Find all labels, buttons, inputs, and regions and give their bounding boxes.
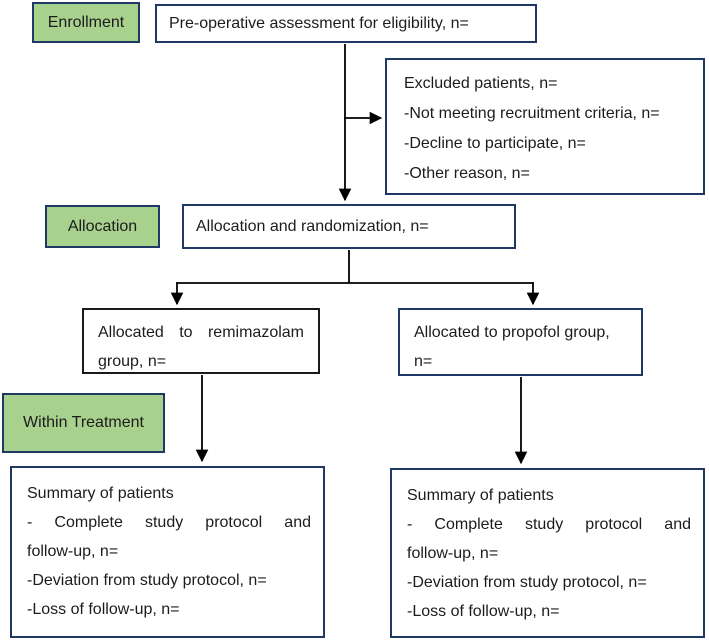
summary-remi-complete: - Complete study protocol and — [27, 514, 311, 531]
excluded-line-not-meeting-criteria: -Not meeting recruitment criteria, n= — [404, 105, 660, 122]
box-preoperative-assessment-text: Pre-operative assessment for eligibility… — [169, 15, 469, 32]
excluded-line-other-reason: -Other reason, n= — [404, 165, 530, 182]
box-allocation-randomization-text: Allocation and randomization, n= — [196, 218, 429, 235]
box-allocated-remimazolam: Allocated to remimazolam group, n= — [82, 308, 320, 374]
summary-remi-title: Summary of patients — [27, 485, 174, 502]
summary-remi-loss: -Loss of follow-up, n= — [27, 601, 180, 618]
excluded-line-title: Excluded patients, n= — [404, 75, 558, 92]
summary-prop-title: Summary of patients — [407, 487, 554, 504]
excluded-line-decline: -Decline to participate, n= — [404, 135, 586, 152]
stage-label-within-treatment: Within Treatment — [2, 393, 165, 453]
box-summary-propofol: Summary of patients - Complete study pro… — [390, 468, 705, 638]
propofol-line-1: Allocated to propofol group, — [414, 324, 610, 341]
summary-prop-deviation: -Deviation from study protocol, n= — [407, 574, 647, 591]
box-excluded-patients: Excluded patients, n= -Not meeting recru… — [385, 58, 705, 195]
box-summary-remimazolam: Summary of patients - Complete study pro… — [10, 466, 325, 638]
remimazolam-line-1: Allocated to remimazolam — [98, 324, 304, 341]
summary-prop-loss: -Loss of follow-up, n= — [407, 603, 560, 620]
summary-remi-deviation: -Deviation from study protocol, n= — [27, 572, 267, 589]
stage-label-enrollment: Enrollment — [32, 2, 140, 43]
box-allocation-randomization: Allocation and randomization, n= — [182, 204, 516, 249]
summary-prop-followup: follow-up, n= — [407, 545, 499, 562]
summary-remi-followup: follow-up, n= — [27, 543, 119, 560]
remimazolam-line-2: group, n= — [98, 353, 167, 370]
box-preoperative-assessment: Pre-operative assessment for eligibility… — [155, 4, 537, 43]
stage-label-allocation: Allocation — [45, 205, 160, 248]
summary-prop-complete: - Complete study protocol and — [407, 516, 691, 533]
box-allocated-propofol: Allocated to propofol group, n= — [398, 308, 643, 376]
propofol-line-2: n= — [414, 353, 433, 370]
